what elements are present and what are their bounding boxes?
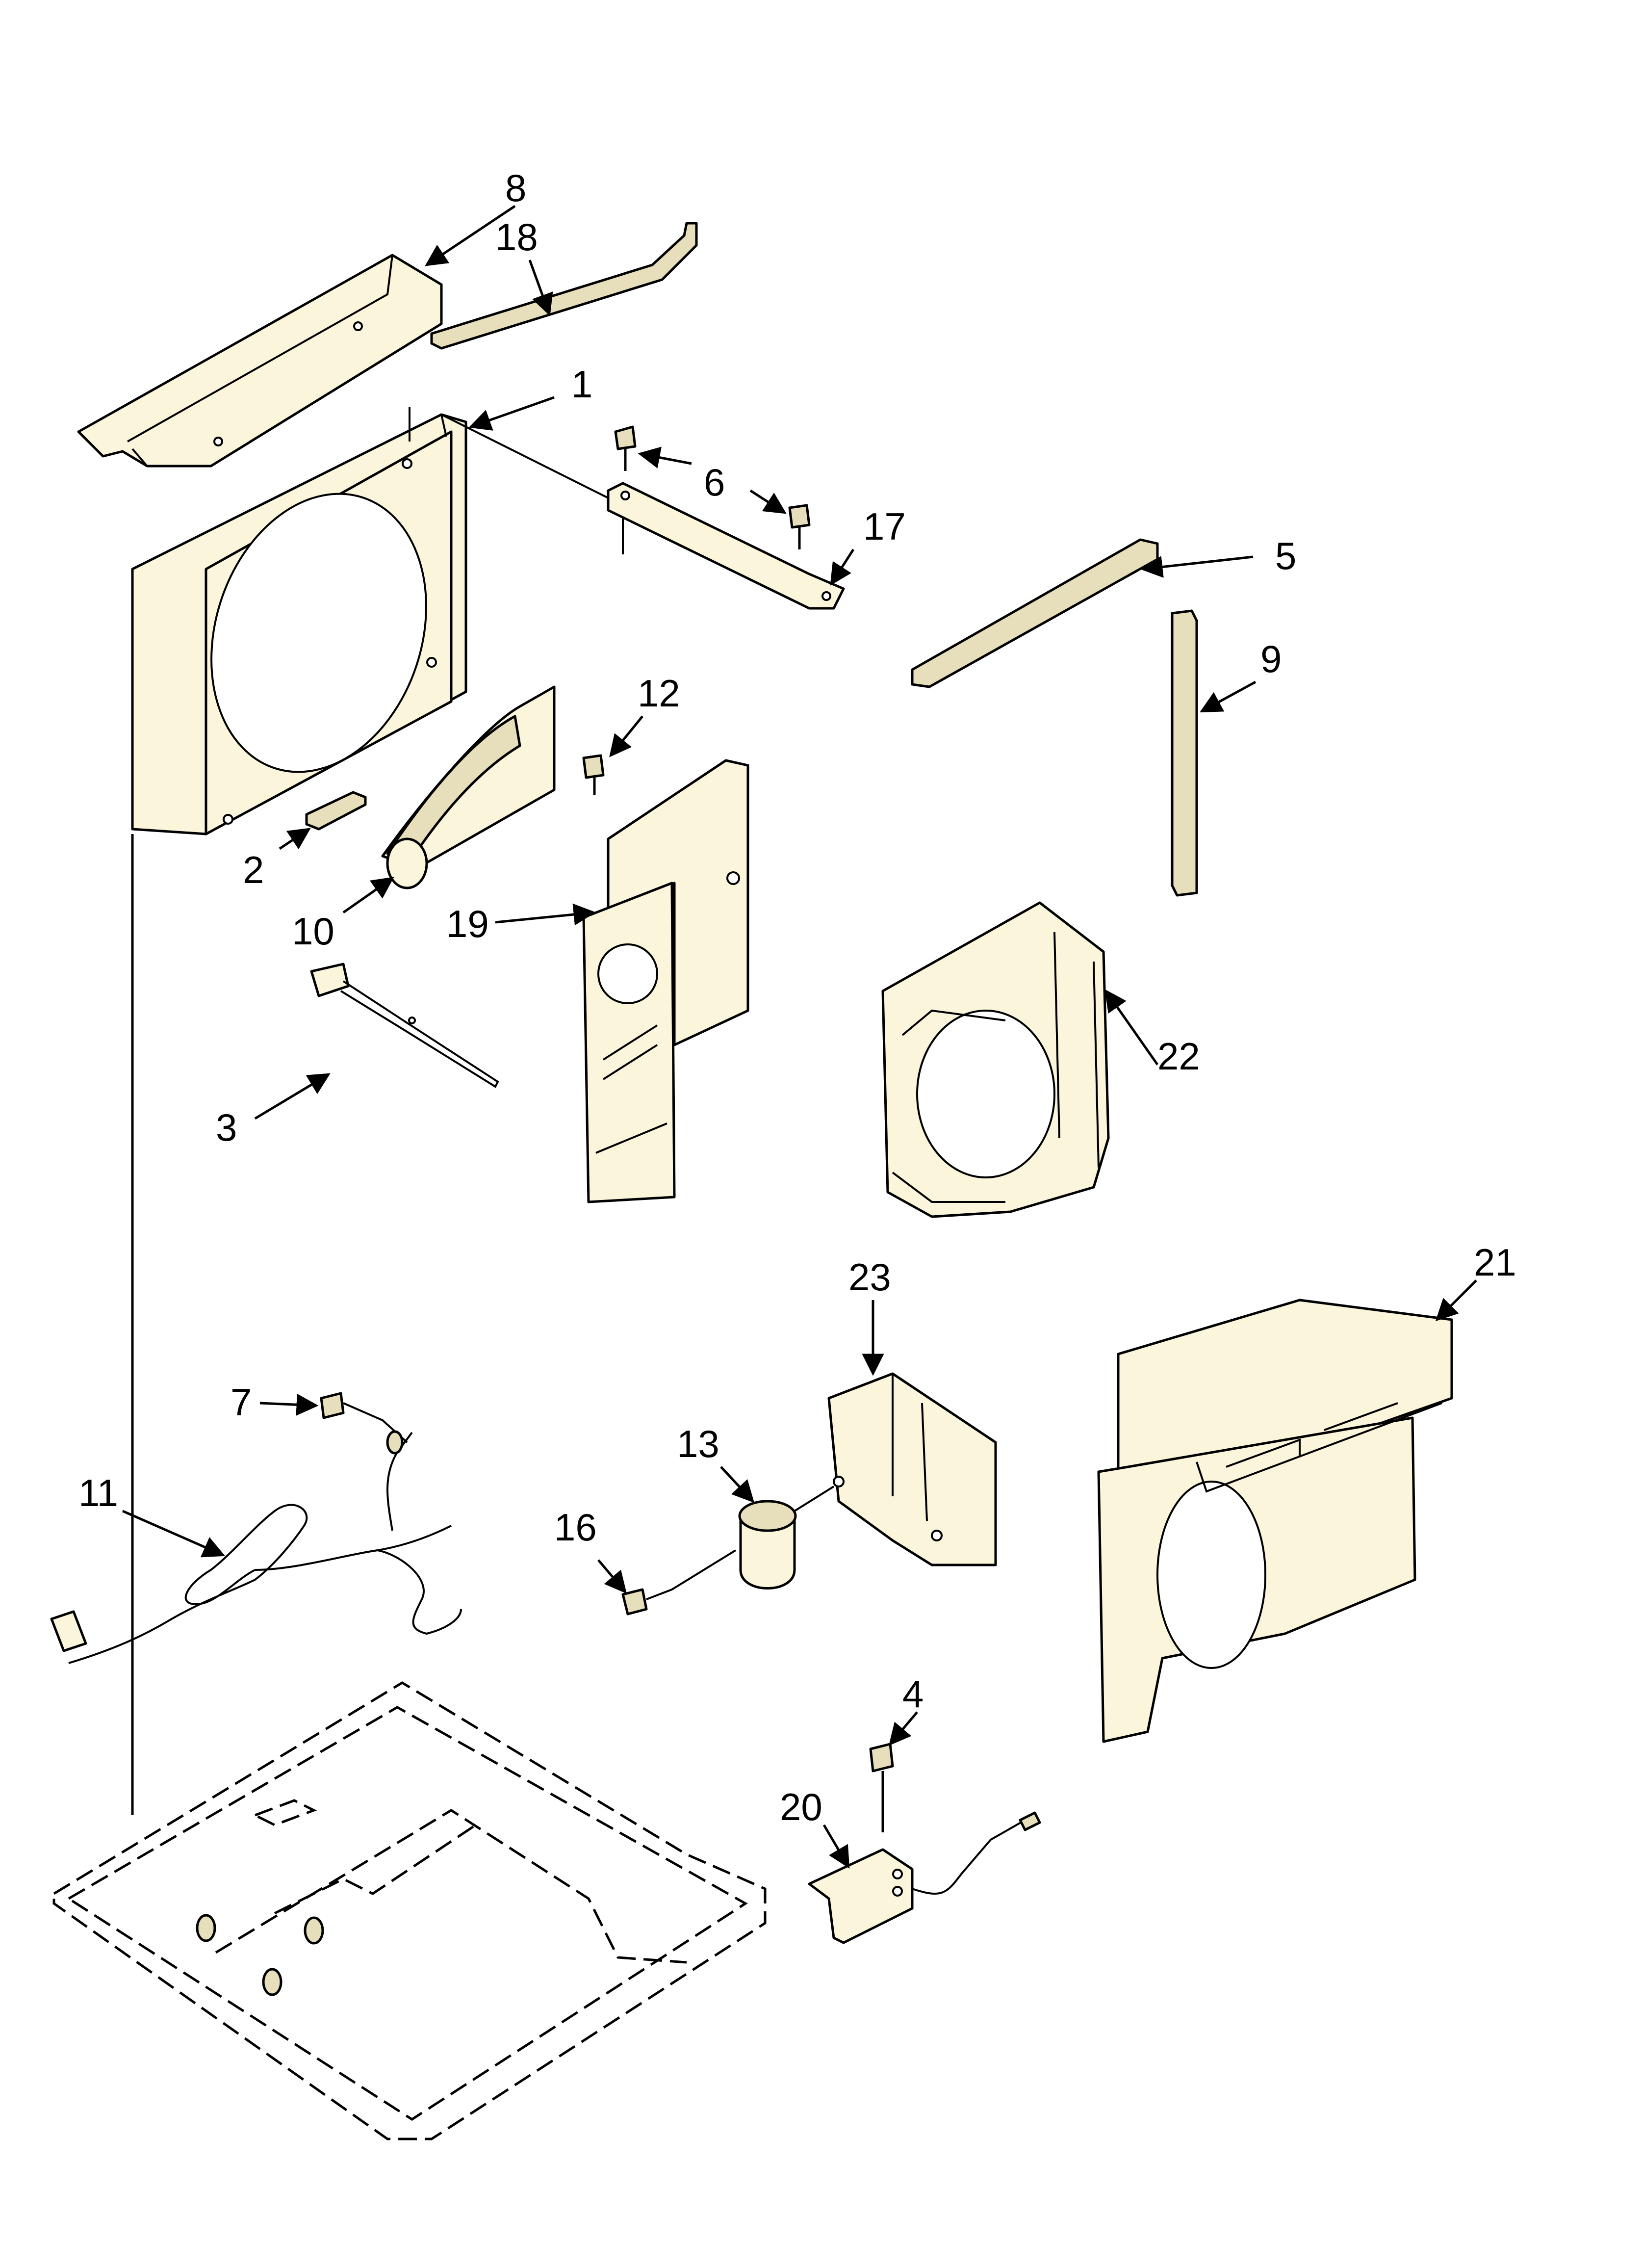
callout-3: 3 <box>216 1106 237 1149</box>
callout-5: 5 <box>1275 534 1296 577</box>
part-21-evaporator-housing[interactable] <box>1097 1299 1453 1743</box>
part-18-foam-strip[interactable] <box>430 222 698 350</box>
part-11-power-cord[interactable] <box>50 1430 462 1664</box>
callout-12: 12 <box>638 672 680 715</box>
base-pan <box>52 1681 767 2140</box>
part-8-top-panel[interactable] <box>77 254 443 468</box>
callout-17: 17 <box>863 505 906 548</box>
callout-22: 22 <box>1157 1035 1200 1078</box>
callout-labels: 8 18 1 6 17 5 9 12 2 10 19 22 3 21 23 7 … <box>78 166 1516 1828</box>
part-17-bracket[interactable] <box>607 482 845 610</box>
part-4-screw[interactable] <box>869 1743 894 1832</box>
part-20-control-board[interactable] <box>808 1811 1041 1944</box>
leader-arrows <box>122 205 1477 1869</box>
part-22-scroll-housing[interactable] <box>881 901 1110 1218</box>
callout-10: 10 <box>292 910 334 953</box>
part-3-thermostat[interactable] <box>310 963 499 1088</box>
part-1-shroud[interactable] <box>131 407 624 835</box>
callout-16: 16 <box>554 1506 597 1549</box>
part-12-screw[interactable] <box>582 754 605 795</box>
part-2-block[interactable] <box>305 791 367 831</box>
part-5-seal[interactable] <box>911 538 1159 688</box>
callout-23: 23 <box>848 1255 891 1299</box>
part-13-capacitor[interactable] <box>738 1486 835 1590</box>
part-10-orifice[interactable] <box>381 685 556 889</box>
part-6-screw[interactable] <box>614 425 637 471</box>
part-16-screw[interactable] <box>621 1549 737 1616</box>
callout-11: 11 <box>78 1471 118 1514</box>
part-6-screw-b[interactable] <box>788 504 811 549</box>
callout-19: 19 <box>446 902 489 945</box>
callout-18: 18 <box>495 215 538 259</box>
part-19-motor-bracket[interactable] <box>582 759 749 1203</box>
callout-8: 8 <box>505 166 526 209</box>
callout-7: 7 <box>231 1381 252 1424</box>
callout-20: 20 <box>780 1785 822 1828</box>
callout-6: 6 <box>704 461 725 504</box>
callout-1: 1 <box>571 363 592 406</box>
callout-2: 2 <box>243 848 264 891</box>
callout-9: 9 <box>1260 637 1282 680</box>
callout-21: 21 <box>1474 1241 1516 1284</box>
part-9-seal[interactable] <box>1171 609 1198 897</box>
callout-13: 13 <box>677 1422 719 1465</box>
callout-4: 4 <box>902 1672 924 1716</box>
part-23-capacitor-bracket[interactable] <box>827 1372 997 1566</box>
